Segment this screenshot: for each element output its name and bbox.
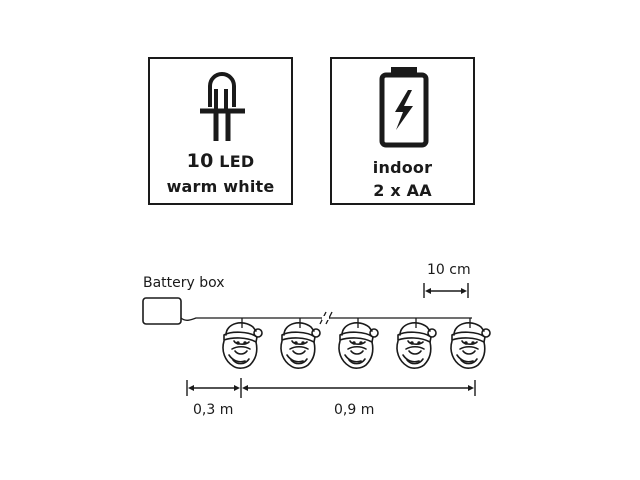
length-dimensions — [186, 378, 476, 398]
spacing-label: 10 cm — [427, 262, 471, 278]
light-santa-3 — [338, 318, 379, 369]
led-unit: LED — [219, 152, 255, 171]
string-length-label: 0,9 m — [334, 402, 375, 418]
led-count-line: 10 LED — [150, 150, 291, 172]
led-color-label: warm white — [166, 177, 275, 196]
battery-location: indoor — [372, 158, 433, 177]
led-count: 10 — [186, 150, 214, 172]
battery-box — [142, 297, 182, 325]
light-santa-5 — [450, 318, 491, 369]
led-info-card: 10 LED warm white — [148, 57, 293, 205]
light-santa-2 — [280, 318, 321, 369]
spacing-dimension — [423, 283, 469, 298]
light-santa-4 — [396, 318, 437, 369]
battery-icon — [379, 67, 429, 148]
battery-spec: 2 x AA — [373, 181, 432, 200]
light-santa-1 — [222, 318, 263, 369]
battery-info-card: indoor 2 x AA — [330, 57, 475, 205]
battery-box-label: Battery box — [143, 275, 225, 291]
lead-length-label: 0,3 m — [193, 402, 234, 418]
led-bulb-icon — [200, 72, 245, 141]
